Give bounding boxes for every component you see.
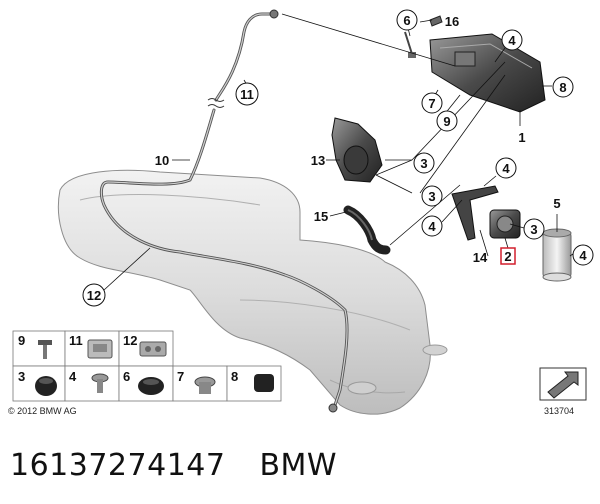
svg-text:16: 16 (445, 14, 459, 29)
legend-clip-12 (139, 341, 167, 357)
svg-text:4: 4 (508, 33, 516, 48)
callout-3-c: 3 (523, 218, 545, 240)
callout-12: 12 (82, 283, 106, 307)
legend-label-row1-2: 12 (123, 333, 137, 348)
callout-4-top: 4 (501, 29, 523, 51)
pump-part-2 (489, 209, 521, 239)
callout-5: 5 (553, 196, 560, 211)
callout-6: 6 (396, 9, 418, 31)
legend-spacer-7 (194, 376, 216, 394)
leader-lines (103, 13, 577, 291)
legend-label-row2-0: 3 (18, 369, 25, 384)
legend-label-row2-2: 6 (123, 369, 130, 384)
legend-bolt-4 (91, 373, 109, 393)
svg-text:13: 13 (311, 153, 325, 168)
callout-3-b: 3 (421, 185, 443, 207)
figure-id-text: 313704 (544, 406, 574, 416)
screw-part-6 (404, 31, 416, 58)
callout-4-d: 4 (572, 244, 594, 266)
callout-1: 1 (518, 130, 525, 145)
svg-text:3: 3 (420, 156, 427, 171)
svg-text:10: 10 (155, 153, 169, 168)
svg-text:12: 12 (87, 288, 101, 303)
brand-name: BMW (259, 447, 338, 483)
legend-grommet-6 (138, 377, 164, 395)
svg-text:4: 4 (428, 219, 436, 234)
legend-clip-11 (87, 339, 113, 359)
part-number-bar: 16137274147 BMW (10, 440, 337, 490)
legend-pad-8 (254, 374, 274, 392)
bracket-part-14 (451, 185, 499, 241)
legend-label-row1-1: 11 (69, 333, 83, 348)
legend-grommet-3 (35, 376, 57, 396)
legend-label-row2-3: 7 (177, 369, 184, 384)
legend-screw-9 (38, 340, 52, 359)
callout-9: 9 (436, 110, 458, 132)
line-break-mark (207, 98, 225, 108)
legend-label-row2-1: 4 (69, 369, 77, 384)
copyright-text: © 2012 BMW AG (8, 406, 77, 416)
svg-text:1: 1 (518, 130, 525, 145)
callout-7: 7 (421, 92, 443, 114)
callout-4-b: 4 (495, 157, 517, 179)
svg-text:14: 14 (473, 250, 488, 265)
exploded-parts-diagram: 6 16 4 8 11 7 9 1 10 13 3 4 3 (8, 9, 594, 416)
part-number: 16137274147 (10, 447, 226, 483)
svg-text:6: 6 (403, 13, 410, 28)
svg-text:2: 2 (504, 249, 511, 264)
line-end-fitting (269, 9, 279, 19)
line-end-fitting-lower (328, 403, 338, 413)
svg-text:3: 3 (428, 189, 435, 204)
svg-text:3: 3 (530, 222, 537, 237)
svg-text:4: 4 (579, 248, 587, 263)
callout-13: 13 (311, 153, 325, 168)
callout-16: 16 (445, 14, 459, 29)
callout-10: 10 (155, 153, 169, 168)
callout-8: 8 (552, 76, 574, 98)
callout-3-a: 3 (413, 152, 435, 174)
callout-14: 14 (473, 250, 488, 265)
callout-2: 2 (500, 247, 516, 265)
svg-text:11: 11 (240, 87, 254, 102)
legend-label-row1-0: 9 (18, 333, 25, 348)
hose-part-15 (343, 205, 391, 255)
filter-part-5 (542, 228, 572, 282)
svg-text:4: 4 (502, 161, 510, 176)
view-direction-symbol (539, 367, 587, 401)
legend-label-row2-4: 8 (231, 369, 238, 384)
callout-4-c: 4 (421, 215, 443, 237)
activated-carbon-canister (429, 33, 546, 113)
svg-text:9: 9 (443, 114, 450, 129)
fuel-tank (57, 169, 448, 415)
svg-text:8: 8 (559, 80, 566, 95)
clip-part-16 (429, 15, 443, 27)
svg-text:5: 5 (553, 196, 560, 211)
fuel-lines-inner (100, 13, 348, 406)
svg-text:15: 15 (314, 209, 328, 224)
callout-15: 15 (314, 209, 328, 224)
parts-legend: 9 11 12 3 4 6 7 8 (12, 330, 282, 402)
callout-11: 11 (235, 82, 259, 106)
svg-text:7: 7 (428, 96, 435, 111)
bracket-part-13 (331, 117, 383, 183)
